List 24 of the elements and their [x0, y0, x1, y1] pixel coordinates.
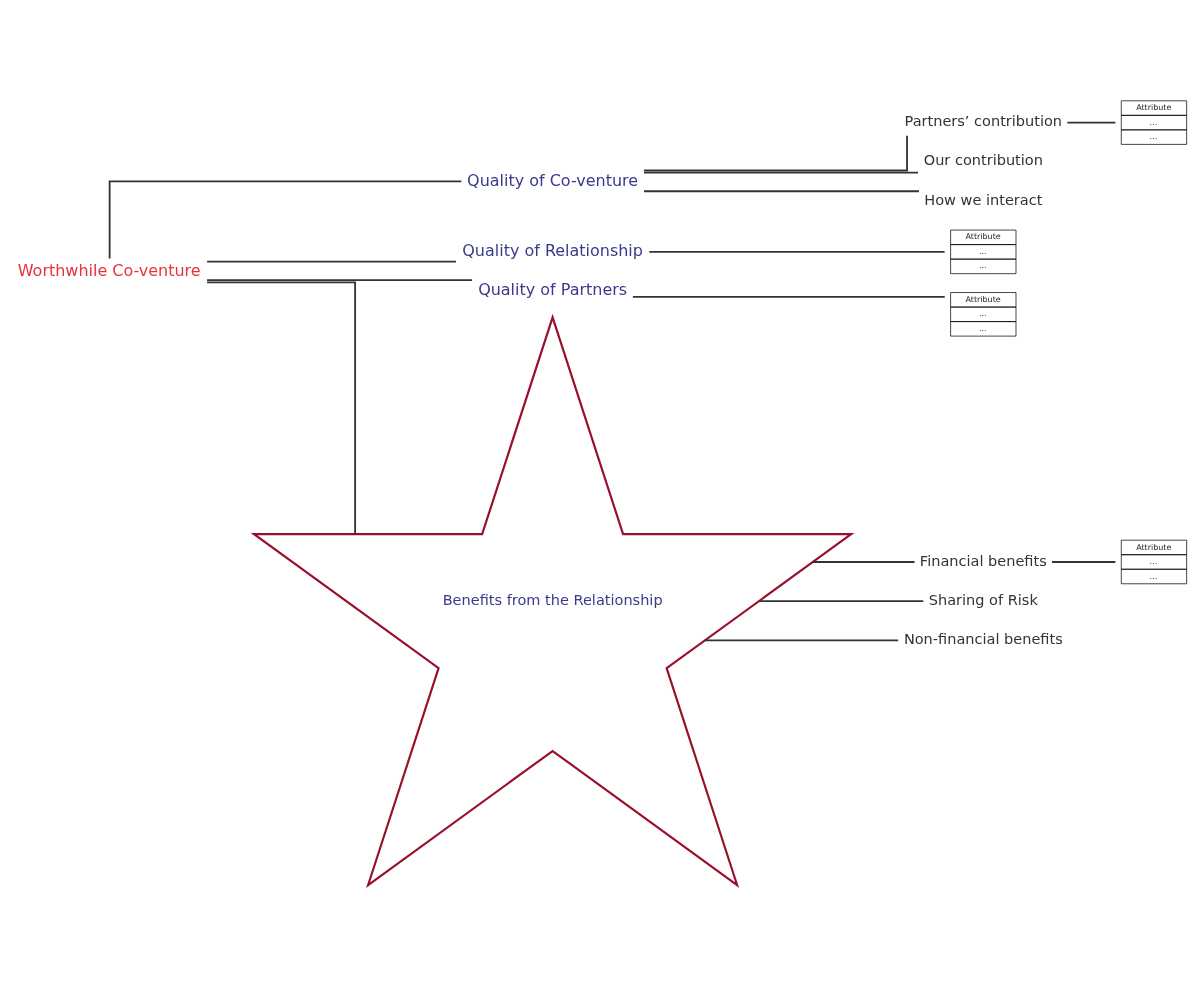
connector	[1051, 561, 1117, 563]
connector	[643, 190, 920, 193]
connector	[108, 180, 463, 260]
connector	[206, 260, 457, 263]
node-text: Partners’ contribution	[904, 113, 1063, 130]
connector	[643, 171, 919, 174]
node-text: Quality of Partners	[478, 280, 628, 300]
connector	[206, 279, 473, 282]
node-text: Quality of Co-venture	[467, 170, 639, 190]
node-text: Non-financial benefits	[903, 631, 1063, 648]
connector	[704, 639, 900, 642]
node-text: Financial benefits	[919, 552, 1047, 569]
node-text: Worthwhile Co-venture	[17, 260, 201, 280]
connector	[206, 281, 356, 536]
connector	[648, 250, 946, 253]
node-text: Sharing of Risk	[928, 591, 1038, 608]
connector	[1066, 121, 1117, 124]
connector	[631, 296, 946, 298]
node-text: How we interact	[924, 191, 1043, 208]
node-text: Our contribution	[923, 152, 1043, 169]
connector	[758, 600, 925, 603]
node-text: Quality of Relationship	[462, 240, 643, 260]
connector	[812, 561, 916, 563]
connector	[643, 134, 908, 172]
